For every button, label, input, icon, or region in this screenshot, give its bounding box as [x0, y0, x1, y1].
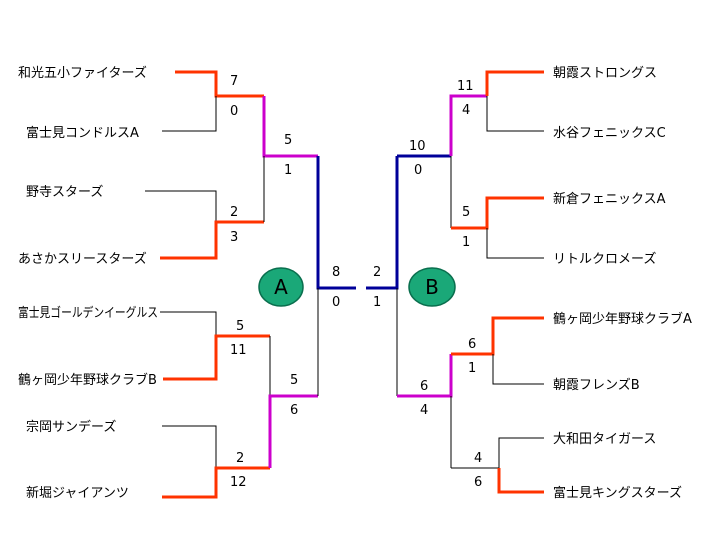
- left-r2-match-1: [262, 96, 318, 222]
- bracket-line: [163, 334, 270, 381]
- bracket-line: [160, 311, 217, 336]
- team-name-right: 水谷フェニックスC: [553, 126, 666, 141]
- team-name-left: 新堀ジャイアンツ: [26, 485, 129, 501]
- match-score: 0: [332, 295, 340, 310]
- bracket-line: [451, 196, 544, 230]
- team-name-right: 新倉フェニックスA: [553, 191, 666, 207]
- team-name-right: 朝霞ストロングス: [553, 66, 657, 81]
- bracket-line: [162, 96, 217, 132]
- bracket-line: [492, 354, 544, 385]
- left-r1-match-2: [145, 190, 264, 260]
- match-score: 2: [373, 265, 381, 280]
- team-name-left: 鶴ヶ岡少年野球クラブB: [18, 372, 157, 388]
- match-score: 2: [230, 205, 238, 220]
- bracket-line: [451, 437, 544, 469]
- match-score: 1: [462, 235, 470, 250]
- team-name-left: あさかスリースターズ: [18, 251, 147, 267]
- left-r1-match-4: [162, 425, 270, 499]
- right-r1-match-4: [451, 437, 544, 494]
- match-score: 5: [236, 319, 244, 334]
- bracket-line: [175, 70, 264, 98]
- match-score: 4: [462, 103, 470, 118]
- match-score: 3: [230, 230, 238, 245]
- bracket-line: [486, 96, 544, 132]
- match-score: 6: [420, 379, 428, 394]
- right-semi-final: [366, 154, 451, 396]
- match-score: 1: [284, 163, 292, 178]
- left-r1-match-1: [162, 70, 264, 132]
- team-name-right: 大和田タイガース: [553, 432, 656, 447]
- team-name-right: 富士見キングスターズ: [553, 485, 682, 501]
- pool-a-circle: [258, 267, 304, 307]
- pool-b-circle: [408, 267, 456, 307]
- match-score: 0: [230, 104, 238, 119]
- bracket-line: [451, 316, 544, 356]
- left-r1-match-3: [160, 311, 270, 381]
- match-score: 5: [284, 133, 292, 148]
- match-score: 6: [290, 403, 298, 418]
- bracket-line: [449, 94, 487, 156]
- left-r2-match-2: [268, 336, 318, 468]
- match-score: 6: [468, 337, 476, 352]
- team-name-right: 鶴ヶ岡少年野球クラブA: [553, 311, 692, 327]
- bracket-line: [486, 228, 544, 259]
- right-r1-match-3: [451, 316, 544, 385]
- match-score: 5: [462, 205, 470, 220]
- team-name-right: リトルクロメーズ: [553, 251, 656, 267]
- pool-a-label: A: [274, 275, 288, 299]
- match-score: 7: [230, 74, 238, 89]
- match-score: 5: [290, 373, 298, 388]
- team-name-left: 富士見コンドルスA: [26, 125, 139, 141]
- match-score: 4: [474, 451, 482, 466]
- bracket-line: [485, 70, 544, 96]
- bracket-line: [268, 394, 318, 468]
- team-name-left: 和光五小ファイターズ: [18, 65, 147, 81]
- match-score: 1: [373, 295, 381, 310]
- match-score: 4: [420, 403, 428, 418]
- bracket-line: [162, 425, 217, 468]
- match-score: 8: [332, 265, 340, 280]
- match-score: 0: [414, 163, 422, 178]
- match-score: 6: [474, 475, 482, 490]
- bracket-line: [160, 220, 264, 260]
- match-score: 10: [409, 139, 426, 154]
- pool-b-label: B: [425, 275, 439, 299]
- team-name-left: 野寺スターズ: [26, 184, 103, 200]
- bracket-line: [497, 468, 544, 494]
- bracket-line: [162, 466, 270, 499]
- match-score: 11: [230, 343, 247, 358]
- bracket-line: [366, 156, 399, 290]
- right-r1-match-2: [451, 196, 544, 259]
- team-name-left: 富士見ゴールデンイーグルス: [18, 305, 158, 321]
- match-score: 11: [457, 79, 474, 94]
- right-r2-match-1: [449, 94, 487, 228]
- team-name-left: 宗岡サンデーズ: [26, 419, 116, 435]
- match-score: 1: [468, 361, 476, 376]
- left-semi-final: [316, 156, 356, 396]
- team-name-right: 朝霞フレンズB: [553, 377, 640, 393]
- match-score: 2: [236, 451, 244, 466]
- right-r1-match-1: [485, 70, 544, 132]
- bracket-line: [145, 190, 264, 223]
- match-score: 12: [230, 475, 247, 490]
- right-r2-match-2: [397, 354, 453, 468]
